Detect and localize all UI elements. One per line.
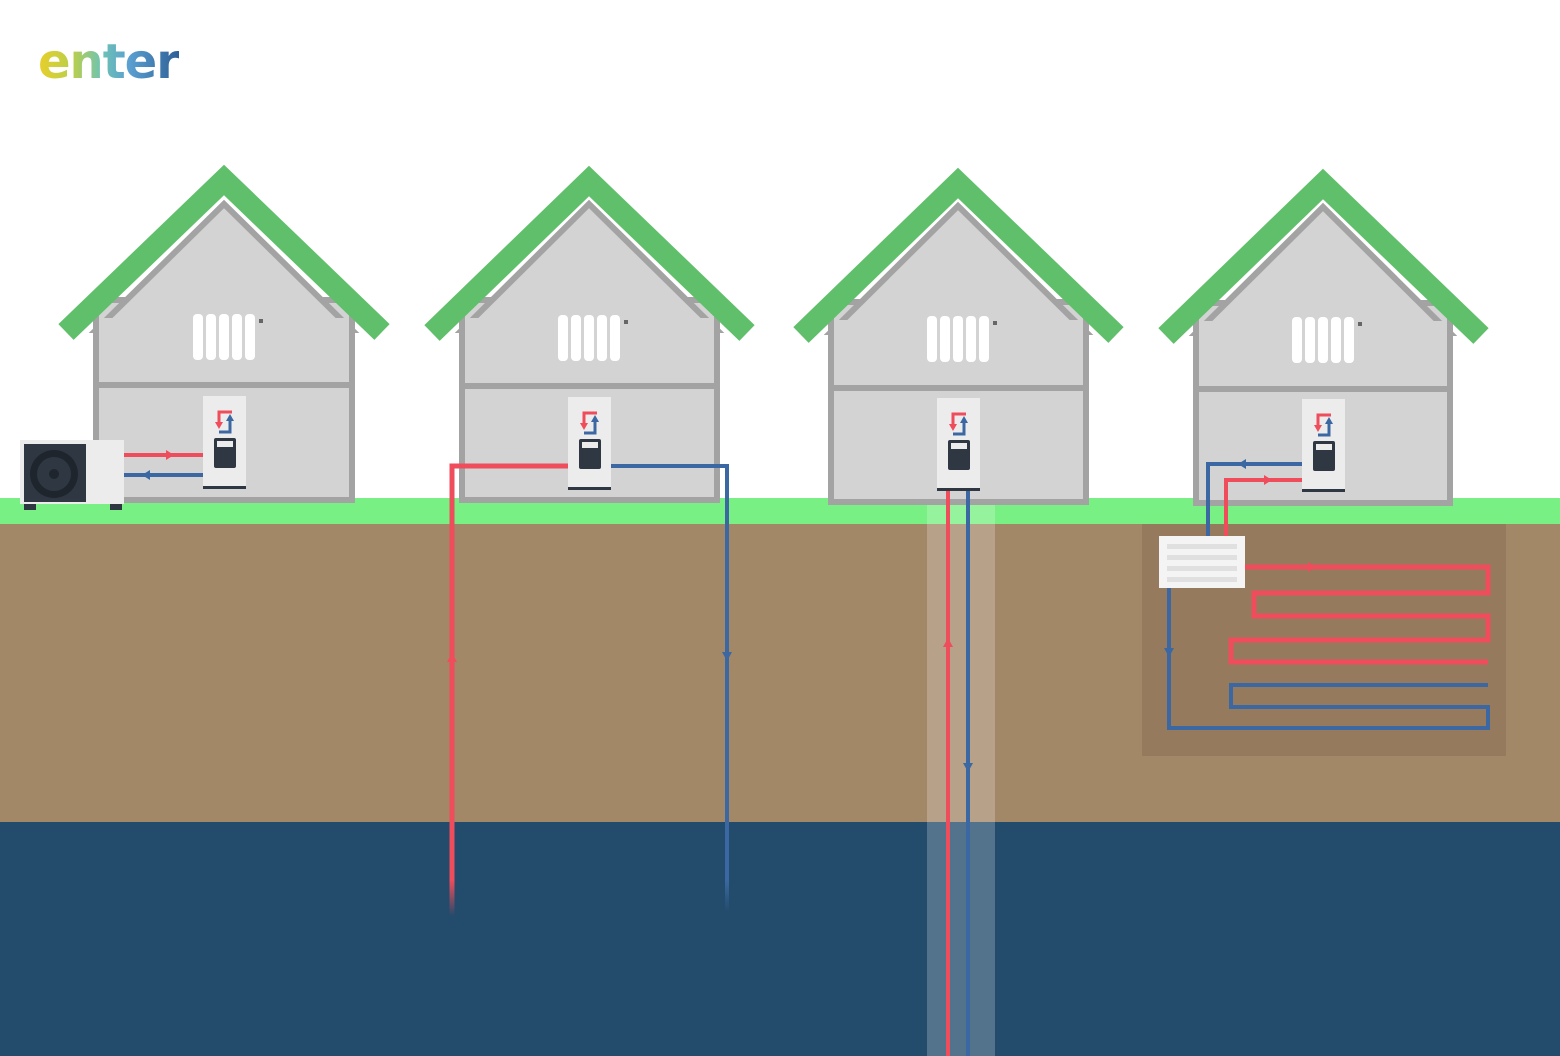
flow-arrow <box>943 638 953 647</box>
flow-arrow <box>1164 648 1174 657</box>
house-air-source <box>20 164 390 510</box>
borehole-shaft <box>927 504 995 1056</box>
radiator-icon <box>193 314 263 360</box>
heat-pump-unit-icon <box>937 398 980 491</box>
pipe-hot <box>449 463 568 880</box>
radiator-icon <box>927 316 997 362</box>
roof <box>424 165 755 341</box>
flow-arrow <box>1238 459 1246 469</box>
pipe-cold <box>611 464 729 880</box>
flow-arrow <box>1308 562 1316 572</box>
pipe-cold-fade <box>725 880 729 912</box>
groundwater-layer <box>0 820 1560 1056</box>
pipe-cold <box>1206 462 1302 536</box>
radiator-icon <box>558 315 628 361</box>
enter-logo: enter <box>38 34 180 90</box>
flow-arrow <box>142 470 150 480</box>
heat-pump-unit-icon <box>1302 399 1345 492</box>
collector-loop-hot <box>1228 564 1491 665</box>
distribution-box-icon <box>1159 536 1245 588</box>
pipe-hot-fade <box>449 880 455 916</box>
house-vertical-borehole <box>793 167 1124 1056</box>
pipe-hot <box>1224 478 1302 536</box>
roof <box>1158 168 1489 344</box>
flow-arrow <box>166 450 174 460</box>
heat-pump-unit-icon <box>203 396 246 489</box>
flow-arrow <box>722 652 732 661</box>
roof <box>793 167 1124 343</box>
heat-pump-unit-icon <box>568 397 611 490</box>
house-horizontal-collector <box>1158 168 1491 730</box>
flow-arrow <box>447 653 457 662</box>
roof <box>58 164 390 340</box>
collector-loop-cold <box>1167 588 1490 730</box>
flow-arrow <box>963 763 973 772</box>
house-open-loop <box>424 165 755 916</box>
outdoor-fan-unit-icon <box>20 440 124 510</box>
radiator-icon <box>1292 317 1362 363</box>
flow-arrow <box>1264 475 1272 485</box>
